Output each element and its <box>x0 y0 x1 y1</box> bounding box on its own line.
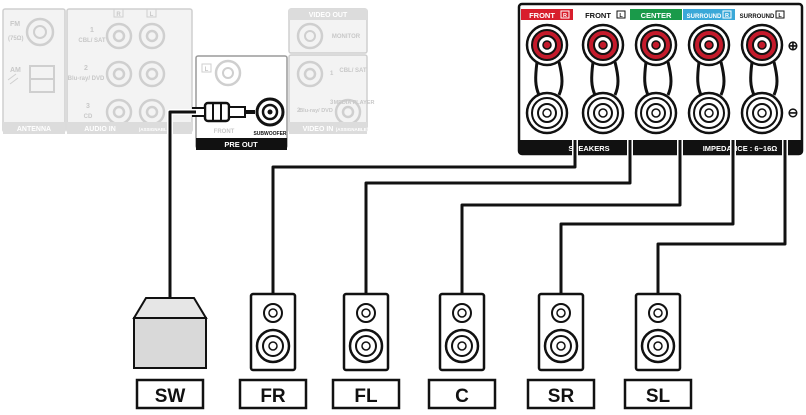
speaker-terminal-3: CENTER <box>630 9 682 135</box>
speaker-cabinet-icon <box>634 292 682 372</box>
speaker-label: C <box>455 386 469 407</box>
minus-terminal-icon <box>581 91 625 135</box>
plus-terminal-icon <box>740 23 784 67</box>
am-label: AM <box>10 67 21 74</box>
speaker-label-box <box>238 378 308 410</box>
pre-out-block: L FRONT SUBWOOFER PRE OUT <box>192 55 288 150</box>
audio-in-3-num: 3 <box>86 103 90 110</box>
plus-sign-icon: ⊕ <box>788 38 799 53</box>
speaker-cabinet-icon <box>438 292 486 372</box>
speaker-label: FL <box>354 386 378 407</box>
speaker-label-box <box>331 378 401 410</box>
wire-sl <box>656 140 787 298</box>
audio-in-subtitle: (ASSIGNABLE) <box>139 127 172 132</box>
audio-in-left-mark: L <box>150 12 154 18</box>
speaker-label: SR <box>548 386 575 407</box>
speaker-label: FR <box>260 386 286 407</box>
audio-in-jacks <box>105 22 166 126</box>
terminal-label: SURROUND <box>740 14 775 20</box>
audio-in-1-num: 1 <box>90 27 94 34</box>
wire-sw <box>168 110 196 298</box>
speaker-sw: SW <box>132 297 208 410</box>
minus-sign-icon: ⊖ <box>788 105 799 120</box>
video-in-2-num: 2 <box>297 108 301 114</box>
subwoofer-icon <box>132 297 208 369</box>
video-out-title: VIDEO OUT <box>309 12 348 19</box>
speaker-cabinet-icon <box>342 292 390 372</box>
antenna-title: ANTENNA <box>17 126 51 133</box>
fm-label: FM <box>10 21 20 28</box>
speaker-sr: SR <box>526 292 596 410</box>
wire-fr <box>271 140 577 298</box>
front-pre-out-jack-icon <box>214 59 242 87</box>
plus-terminal-icon <box>634 23 678 67</box>
video-in-subtitle: (ASSIGNABLE) <box>336 127 369 132</box>
video-in-title: VIDEO IN <box>303 126 334 133</box>
speakers-label: SPEAKERS <box>568 144 609 153</box>
audio-in-2-num: 2 <box>84 65 88 72</box>
speaker-label: SL <box>646 386 671 407</box>
speaker-cabinet-icon <box>537 292 585 372</box>
audio-in-3-name: CD <box>84 114 93 120</box>
terminal-label: SURROUND <box>687 14 722 20</box>
audio-in-2-name: Blu-ray/ DVD <box>68 76 105 82</box>
pre-out-title: PRE OUT <box>224 140 258 149</box>
front-pre-out-label: FRONT <box>214 129 235 135</box>
speaker-c: C <box>427 292 497 410</box>
video-in-3-name: MEDIA PLAYER <box>334 100 375 106</box>
plus-terminal-icon <box>581 23 625 67</box>
speaker-label-box <box>623 378 693 410</box>
plus-terminal-icon <box>687 23 731 67</box>
wire-sr <box>559 140 735 298</box>
wire-fl <box>364 140 632 298</box>
speaker-label-box <box>135 378 205 410</box>
minus-terminal-icon <box>525 91 569 135</box>
fm-ohm-label: (75Ω) <box>8 36 23 42</box>
terminal-mark: R <box>725 13 729 19</box>
terminal-label: FRONT <box>529 11 555 20</box>
fm-jack-icon <box>25 17 55 47</box>
audio-in-1-name: CBL/ SAT <box>78 38 106 44</box>
minus-terminal-icon <box>634 91 678 135</box>
wire-c <box>460 140 682 298</box>
speaker-label: SW <box>155 386 186 407</box>
pre-out-left-mark: L <box>205 67 209 73</box>
video-in-3-num: 3 <box>330 100 334 106</box>
speaker-label-box <box>427 378 497 410</box>
video-in-1-num: 1 <box>330 71 334 77</box>
terminal-mark: L <box>778 13 782 19</box>
subwoofer-jack-label: SUBWOOFER <box>253 131 286 137</box>
terminal-label: CENTER <box>641 11 672 20</box>
minus-terminal-icon <box>740 91 784 135</box>
terminal-label: FRONT <box>585 11 611 20</box>
rear-panel-inputs: FM (75Ω) AM ANTENNA R L 1 CBL/ SAT 2 Blu… <box>2 8 375 134</box>
plus-terminal-icon <box>525 23 569 67</box>
terminal-mark: R <box>563 13 567 19</box>
impedance-label: IMPEDANCE : 6~16Ω <box>703 144 778 153</box>
speaker-terminal-1: FRONT R <box>521 9 573 135</box>
minus-terminal-icon <box>687 91 731 135</box>
speaker-label-box <box>526 378 596 410</box>
speaker-fr: FR <box>238 292 308 410</box>
speaker-cabinet-icon <box>249 292 297 372</box>
speaker-fl: FL <box>331 292 401 410</box>
rca-plug-icon <box>192 101 255 123</box>
monitor-jack-icon <box>296 22 324 50</box>
speaker-wires <box>167 109 788 298</box>
speaker-terminal-2: FRONT L <box>577 9 629 135</box>
video-in-1-name: CBL/ SAT <box>339 68 367 74</box>
audio-in-title: AUDIO IN <box>84 126 116 133</box>
monitor-label: MONITOR <box>332 34 361 40</box>
audio-in-right-mark: R <box>116 12 121 18</box>
terminal-mark: L <box>619 13 623 19</box>
speaker-sl: SL <box>623 292 693 410</box>
speaker-row: SW FR FL C SR SL <box>132 292 693 410</box>
video-in-2-name: Blu-ray/ DVD <box>299 108 333 114</box>
